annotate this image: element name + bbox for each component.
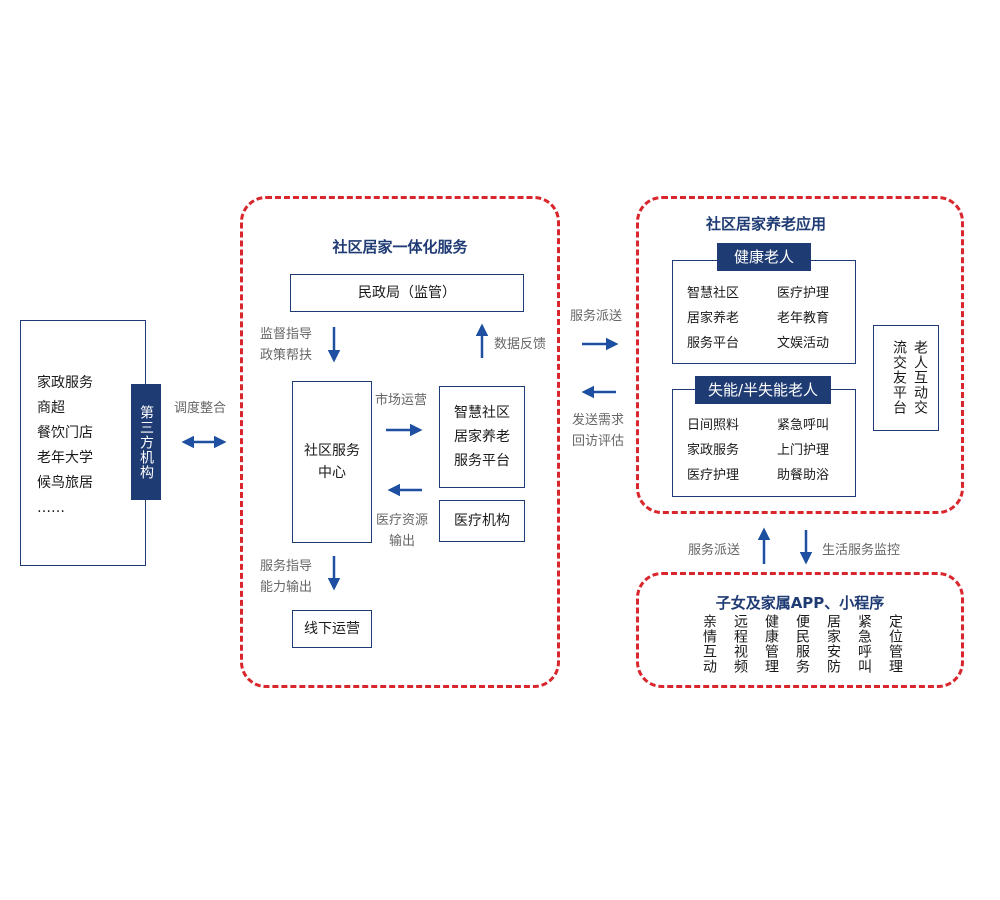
healthy-elderly-tag: 健康老人	[717, 243, 811, 271]
third-party-tag: 第三方机构	[131, 384, 161, 500]
healthy-elderly-box: 智慧社区 居家养老 服务平台 医疗护理 老年教育 文娱活动	[672, 260, 856, 364]
medical-institution-box: 医疗机构	[439, 500, 525, 542]
right-section-title: 社区居家养老应用	[705, 215, 826, 233]
feature-item: 亲情互动	[701, 614, 717, 674]
feature-item: 紧急呼叫	[856, 614, 872, 674]
feature-item: 健康管理	[763, 614, 779, 674]
list-item: 候鸟旅居	[37, 475, 93, 491]
disabled-elderly-tag: 失能/半失能老人	[695, 376, 831, 404]
right-section	[636, 196, 964, 514]
offline-ops-box: 线下运营	[292, 610, 372, 648]
family-app-section	[636, 572, 964, 688]
link-label-dispatch-integrate: 调度整合	[174, 401, 227, 416]
list-item: 商超	[37, 400, 65, 416]
market-label: 市场运营	[375, 393, 428, 408]
list-item: 家政服务	[37, 375, 93, 391]
feature-item: 居家安防	[825, 614, 841, 674]
supervise-label: 监督指导 政策帮扶	[260, 327, 313, 363]
list-item: 餐饮门店	[37, 425, 93, 441]
community-center-box: 社区服务 中心	[292, 381, 372, 543]
list-item: ……	[37, 500, 65, 516]
center-section	[240, 196, 560, 688]
lower-dispatch-label: 服务派送	[688, 543, 741, 558]
medical-resource-label: 医疗资源 输出	[376, 513, 429, 549]
social-platform-box: 老人互动交 流交友平台	[873, 325, 939, 431]
request-label: 发送需求 回访评估	[572, 413, 625, 449]
dispatch-label: 服务派送	[570, 309, 623, 324]
civil-affairs-box: 民政局（监管）	[290, 274, 524, 312]
capability-label: 服务指导 能力输出	[260, 559, 313, 595]
list-item: 老年大学	[37, 450, 93, 466]
feature-item: 便民服务	[794, 614, 810, 674]
feedback-label: 数据反馈	[494, 337, 547, 352]
feature-item: 远程视频	[732, 614, 748, 674]
center-section-title: 社区居家一体化服务	[332, 238, 468, 256]
disabled-elderly-box: 日间照料 家政服务 医疗护理 紧急呼叫 上门护理 助餐助浴	[672, 389, 856, 497]
life-monitor-label: 生活服务监控	[822, 543, 901, 558]
platform-box: 智慧社区 居家养老 服务平台	[439, 386, 525, 488]
feature-item: 定位管理	[887, 614, 903, 674]
third-party-panel: 家政服务 商超 餐饮门店 老年大学 候鸟旅居 ……	[20, 320, 146, 566]
third-party-list: 家政服务 商超 餐饮门店 老年大学 候鸟旅居 ……	[37, 371, 93, 521]
family-app-title: 子女及家属APP、小程序	[715, 594, 885, 612]
